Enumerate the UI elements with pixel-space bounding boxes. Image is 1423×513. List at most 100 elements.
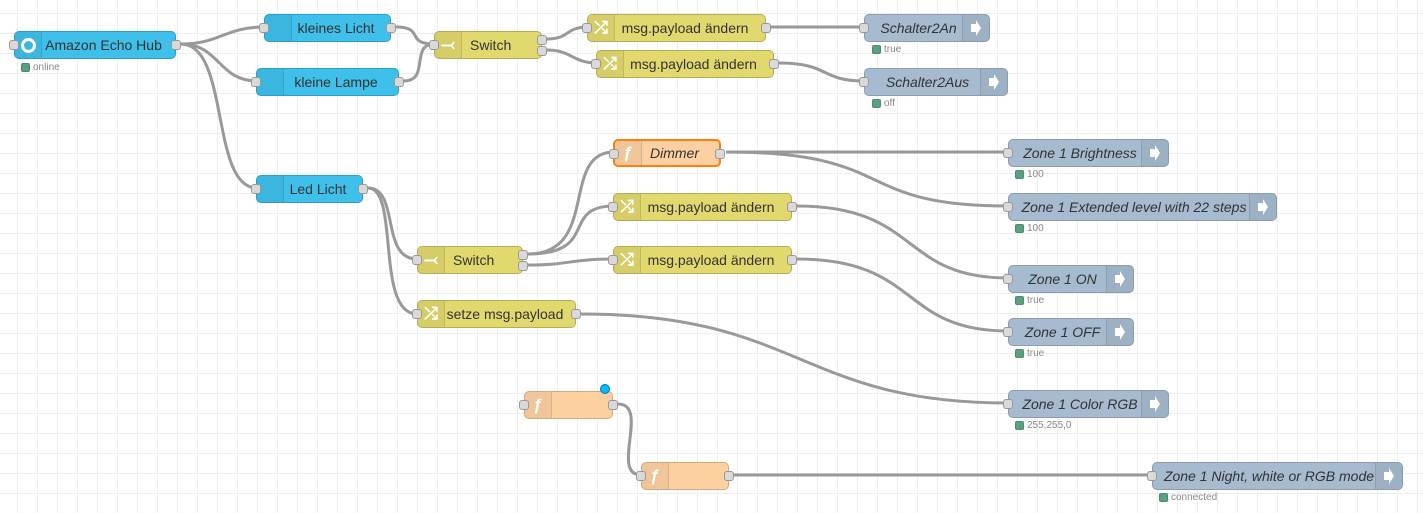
- wire: [180, 42, 258, 190]
- input-port[interactable]: [608, 255, 618, 265]
- input-port[interactable]: [251, 77, 261, 87]
- function-icon: ƒ: [642, 463, 669, 489]
- node-status: 255,255,0: [1015, 420, 1072, 431]
- switch-icon: ⤙: [418, 247, 445, 273]
- output-port-1[interactable]: [537, 35, 547, 45]
- input-port[interactable]: [412, 309, 422, 319]
- alexa-device-icon: [265, 15, 292, 41]
- node-status: true: [1015, 295, 1044, 306]
- wire: [778, 61, 865, 83]
- node-function-unnamed[interactable]: ƒ: [636, 462, 734, 490]
- arrow-right-icon: [1106, 319, 1133, 345]
- alexa-ring-icon: [15, 32, 42, 58]
- shuffle-icon: ⤮: [614, 247, 641, 273]
- input-port[interactable]: [636, 471, 646, 481]
- input-port[interactable]: [519, 400, 529, 410]
- node-switch[interactable]: ⤙ Switch: [412, 246, 528, 274]
- status-dot-icon: [1015, 170, 1024, 179]
- status-dot-icon: [1159, 493, 1168, 502]
- input-port[interactable]: [1147, 471, 1157, 481]
- wire: [725, 150, 1009, 208]
- input-port[interactable]: [1003, 148, 1013, 158]
- output-port-2[interactable]: [518, 261, 528, 271]
- node-status: connected: [1159, 492, 1217, 503]
- input-port[interactable]: [859, 23, 869, 33]
- wire: [580, 312, 1009, 405]
- node-zone1-color-rgb[interactable]: Zone 1 Color RGB: [1003, 390, 1169, 418]
- node-change[interactable]: ⤮ msg.payload ändern: [591, 50, 779, 78]
- wire: [546, 48, 598, 65]
- input-port[interactable]: [9, 40, 19, 50]
- node-dimmer-function[interactable]: ƒ Dimmer: [609, 139, 725, 167]
- output-port[interactable]: [787, 255, 797, 265]
- shuffle-icon: ⤮: [597, 51, 624, 77]
- node-status: true: [872, 44, 901, 55]
- input-port[interactable]: [1003, 202, 1013, 212]
- input-port[interactable]: [259, 23, 269, 33]
- output-port[interactable]: [394, 77, 404, 87]
- node-zone1-extended-level[interactable]: Zone 1 Extended level with 22 steps: [1003, 193, 1277, 221]
- output-port[interactable]: [769, 59, 779, 69]
- node-change[interactable]: ⤮ msg.payload ändern: [608, 246, 797, 274]
- wire: [403, 42, 435, 83]
- status-dot-icon: [1015, 296, 1024, 305]
- input-port[interactable]: [591, 59, 601, 69]
- wire: [617, 402, 642, 477]
- input-port[interactable]: [251, 184, 261, 194]
- node-schalter2an[interactable]: Schalter2An: [859, 14, 990, 42]
- wire: [395, 25, 435, 46]
- output-port-2[interactable]: [537, 46, 547, 56]
- node-zone1-on[interactable]: Zone 1 ON: [1003, 265, 1134, 293]
- node-change-setze[interactable]: ⤮ setze msg.payload: [412, 300, 581, 328]
- node-status: true: [1015, 348, 1044, 359]
- status-dot-icon: [872, 45, 881, 54]
- node-amazon-echo-hub[interactable]: Amazon Echo Hub: [9, 31, 181, 59]
- node-switch[interactable]: ⤙ Switch: [429, 31, 547, 59]
- alexa-device-icon: [257, 176, 284, 202]
- node-kleine-lampe[interactable]: kleine Lampe: [251, 68, 404, 96]
- node-status: 100: [1015, 169, 1044, 180]
- arrow-right-icon: [1375, 463, 1402, 489]
- wire: [796, 204, 1009, 280]
- arrow-right-icon: [1141, 391, 1168, 417]
- input-port[interactable]: [1003, 399, 1013, 409]
- output-port[interactable]: [171, 40, 181, 50]
- alexa-device-icon: [257, 69, 284, 95]
- node-kleines-licht[interactable]: kleines Licht: [259, 14, 396, 42]
- node-led-licht[interactable]: Led Licht: [251, 175, 368, 203]
- node-zone1-night-mode[interactable]: Zone 1 Night, white or RGB mode: [1147, 462, 1403, 490]
- input-port[interactable]: [1003, 327, 1013, 337]
- node-change[interactable]: ⤮ msg.payload ändern: [608, 193, 797, 221]
- input-port[interactable]: [608, 202, 618, 212]
- input-port[interactable]: [582, 23, 592, 33]
- node-zone1-brightness[interactable]: Zone 1 Brightness: [1003, 139, 1169, 167]
- input-port[interactable]: [429, 40, 439, 50]
- node-change[interactable]: ⤮ msg.payload ändern: [582, 14, 771, 42]
- node-function-unnamed[interactable]: ƒ: [519, 391, 618, 419]
- input-port[interactable]: [1003, 274, 1013, 284]
- output-port[interactable]: [608, 400, 618, 410]
- output-port[interactable]: [386, 23, 396, 33]
- node-schalter2aus[interactable]: Schalter2Aus: [859, 68, 1008, 96]
- node-zone1-off[interactable]: Zone 1 OFF: [1003, 318, 1134, 346]
- status-dot-icon: [21, 63, 30, 72]
- status-dot-icon: [1015, 349, 1024, 358]
- output-port[interactable]: [761, 23, 771, 33]
- status-dot-icon: [1015, 421, 1024, 430]
- wire: [367, 186, 418, 261]
- input-port[interactable]: [859, 77, 869, 87]
- output-port[interactable]: [787, 202, 797, 212]
- arrow-right-icon: [1106, 266, 1133, 292]
- status-dot-icon: [872, 99, 881, 108]
- output-port[interactable]: [571, 309, 581, 319]
- output-port[interactable]: [358, 184, 368, 194]
- input-port[interactable]: [609, 149, 619, 159]
- shuffle-icon: ⤮: [614, 194, 641, 220]
- output-port-1[interactable]: [518, 250, 528, 260]
- input-port[interactable]: [412, 255, 422, 265]
- function-icon: ƒ: [615, 141, 642, 165]
- output-port[interactable]: [715, 149, 725, 159]
- wire: [527, 204, 615, 256]
- output-port[interactable]: [724, 471, 734, 481]
